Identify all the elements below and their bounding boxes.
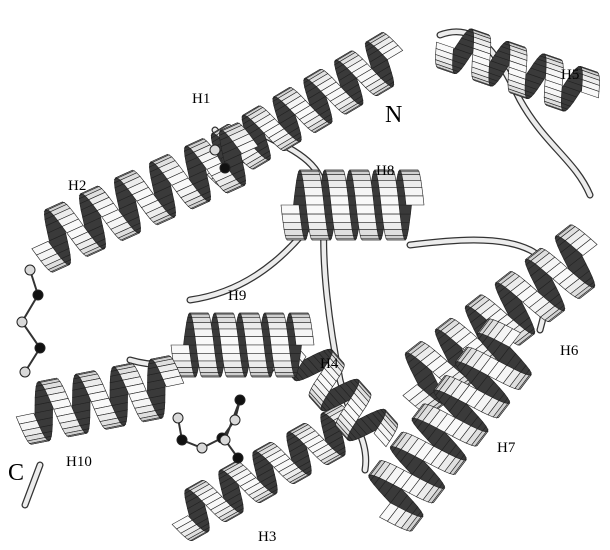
atom [220,435,230,445]
atom [220,163,230,173]
label-c-terminus: C [8,460,24,486]
label-h6: H6 [560,343,579,359]
atom [33,290,43,300]
atom [35,343,45,353]
atom-chain-1 [17,265,45,377]
helix-h2 [32,123,258,272]
label-h5: H5 [561,67,579,83]
helix-h8 [281,170,424,240]
atom [235,395,245,405]
label-h2: H2 [68,178,86,194]
label-h3: H3 [258,529,276,545]
atom [177,435,187,445]
label-h7: H7 [497,440,516,456]
helix-h6 [403,225,597,415]
label-h8: H8 [376,163,394,179]
label-h1: H1 [192,91,210,107]
label-h4: H4 [320,356,339,372]
helix-h3 [172,404,358,540]
atom [17,317,27,327]
atom [233,453,243,463]
atom [20,367,30,377]
atom [210,145,220,155]
label-h9: H9 [228,288,246,304]
atom [230,415,240,425]
atom [173,413,183,423]
helix-h9 [171,313,314,377]
atom-chain-2 [173,395,245,463]
helix-ribbons [16,29,599,541]
label-n-terminus: N [385,102,402,128]
label-h10: H10 [66,454,92,470]
helix-h10 [16,356,184,445]
atom [197,443,207,453]
atom [25,265,35,275]
